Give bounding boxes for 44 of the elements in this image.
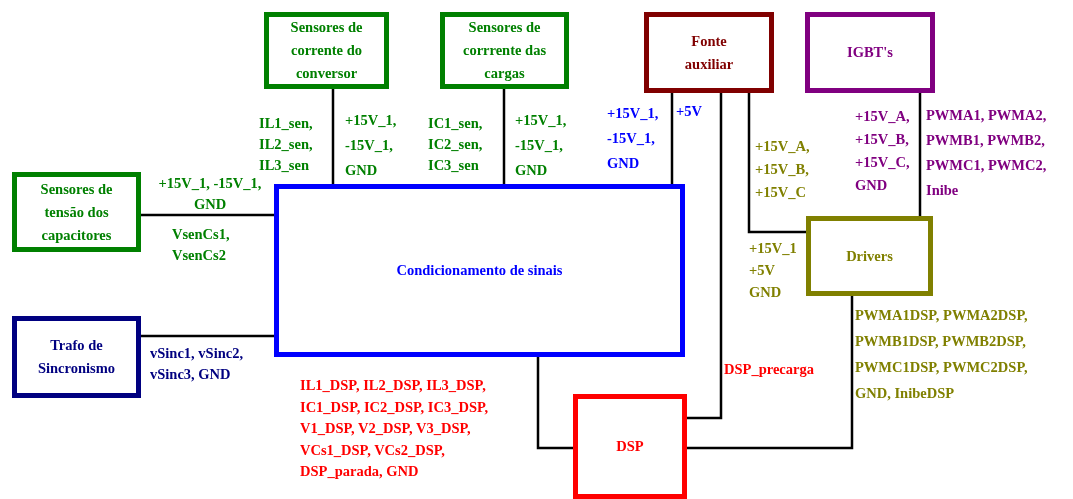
- signal-label: IC1_sen, IC2_sen, IC3_sen: [428, 114, 484, 175]
- block-box: [12, 316, 141, 398]
- block-box: [805, 12, 935, 93]
- connector-line: [141, 213, 274, 217]
- connector-line: [670, 93, 674, 184]
- signal-label: vSinc1, vSinc2, vSinc3, GND: [150, 344, 245, 384]
- signal-label: VsenCs1, VsenCs2: [172, 225, 231, 265]
- block-label: Condicionamento de sinais: [396, 261, 563, 280]
- connector-line: [687, 93, 723, 420]
- signal-label: +5V: [676, 102, 703, 121]
- signal-label: +15V_1, -15V_1, GND: [157, 174, 263, 214]
- signal-label: +15V_A, +15V_B, +15V_C, GND: [855, 107, 911, 195]
- block-label: Sensores de corrente do conversor: [289, 18, 364, 83]
- block-box: [644, 12, 774, 93]
- block-box: [12, 172, 141, 252]
- connector-line: [918, 93, 922, 216]
- block-label: Fonte auxiliar: [683, 31, 735, 74]
- signal-label: +15V_A, +15V_B, +15V_C: [755, 137, 811, 202]
- connector-line: [331, 89, 335, 184]
- signal-label: +15V_1 +5V GND: [749, 239, 798, 302]
- connector-line: [536, 357, 573, 450]
- connector-line: [687, 296, 854, 450]
- block-box: [264, 12, 389, 89]
- block-label: Drivers: [846, 246, 893, 266]
- block-label: DSP: [616, 437, 644, 456]
- signal-label: PWMA1, PWMA2, PWMB1, PWMB2, PWMC1, PWMC2, Inibe: [926, 106, 1048, 200]
- signal-label: IL1_DSP, IL2_DSP, IL3_DSP, IC1_DSP, IC2_DSP, IC3_DSP, V1_DSP, V2_DSP, V3_DSP, VCs1_DSP, VCs2_DSP, DSP_parada, GND: [300, 376, 490, 481]
- signal-label: DSP_precarga: [724, 360, 815, 379]
- block-label: IGBT's: [847, 43, 893, 62]
- block-label: Sensores de tensão dos capacitores: [39, 179, 114, 245]
- connector-line: [141, 334, 274, 338]
- block-box: [806, 216, 933, 296]
- signal-label: +15V_1, -15V_1, GND: [607, 104, 660, 173]
- signal-label: +15V_1, -15V_1, GND: [345, 111, 398, 180]
- block-label: Trafo de Sincronismo: [36, 336, 117, 378]
- connector-line: [502, 89, 506, 184]
- signal-label: +15V_1, -15V_1, GND: [515, 111, 568, 180]
- block-box: [440, 12, 569, 89]
- block-box: [573, 394, 687, 499]
- block-box: [274, 184, 685, 357]
- signal-label: IL1_sen, IL2_sen, IL3_sen: [259, 114, 314, 175]
- signal-label: PWMA1DSP, PWMA2DSP, PWMB1DSP, PWMB2DSP, PWMC1DSP, PWMC2DSP, GND, InibeDSP: [855, 306, 1029, 403]
- block-label: Sensores de corrrente das cargas: [461, 18, 548, 83]
- connector-line: [747, 93, 806, 234]
